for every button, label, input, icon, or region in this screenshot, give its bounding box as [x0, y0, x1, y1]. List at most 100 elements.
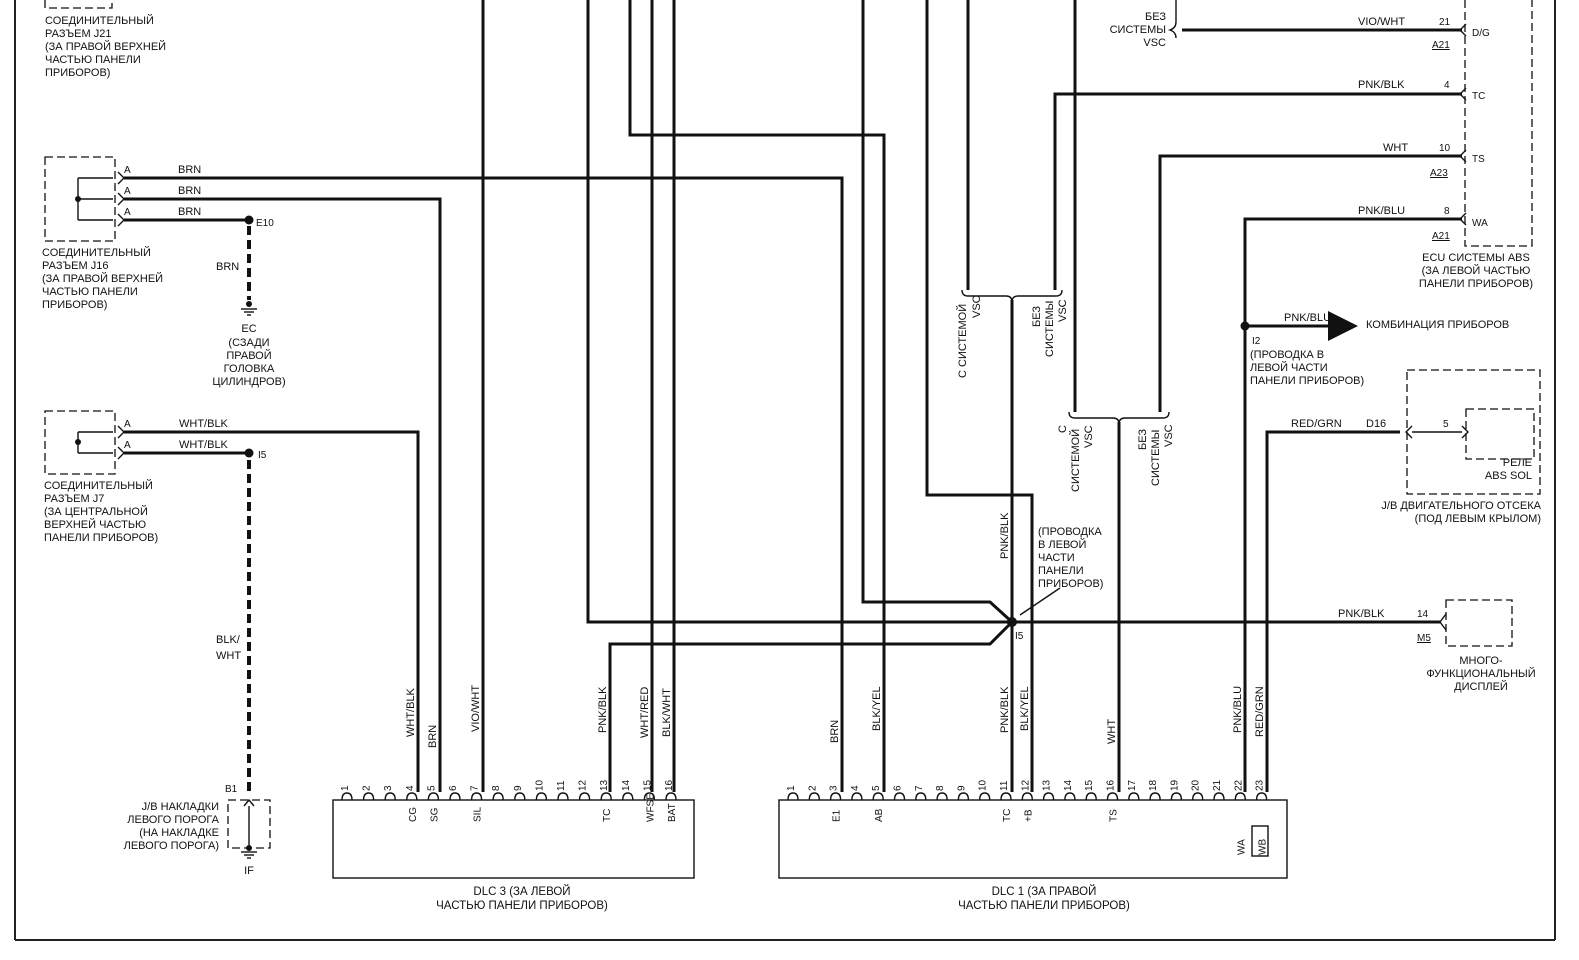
dlc3-pin-14: 14: [621, 779, 632, 791]
dlc1-pin-22-socket: [1234, 792, 1246, 801]
j16-pin-a-3: A: [124, 207, 131, 218]
splice-i5-left: [244, 448, 254, 458]
dlc1-pin-10-socket: [979, 792, 991, 801]
dlc3-pin-9: 9: [513, 785, 524, 791]
dlc3-pin-1-socket: [341, 792, 353, 801]
splice-i5-desc-2: В ЛЕВОЙ: [1038, 538, 1086, 551]
dlc3-pin-12: 12: [578, 779, 589, 791]
vlabel-blkwht: BLK/WHT: [661, 688, 673, 737]
vlabel-blkyel-a: BLK/YEL: [871, 686, 883, 731]
vlabel-pnkblk-b: PNK/BLK: [999, 512, 1011, 559]
wire-pnkblu-wa: [1243, 217, 1462, 792]
dlc1-pin-13-socket: [1042, 792, 1055, 801]
abs-pin-ts-conn: A23: [1430, 168, 1448, 179]
wire-redgrn: [1265, 430, 1400, 792]
dlc1-pin-17-socket: [1128, 792, 1140, 801]
vlabel-pnkblk-a: PNK/BLK: [597, 686, 609, 733]
vsc-brace-top: [1167, 0, 1177, 39]
wire-pnkblk-dlc3: [586, 0, 1012, 624]
abs-relay-name-1: РЕЛЕ: [1503, 457, 1532, 469]
vlabel-pnkblu: PNK/BLU: [1232, 686, 1244, 733]
wire-pnkblu-combo-label: PNK/BLU: [1284, 312, 1331, 324]
vlabel-brn-a: BRN: [427, 725, 439, 748]
connector-j7: A A СОЕДИНИТЕЛЬНЫЙ РАЗЪЕМ J7 (ЗА ЦЕНТРАЛ…: [44, 410, 158, 544]
abs-ecu-title-2: (ЗА ЛЕВОЙ ЧАСТЬЮ: [1422, 264, 1531, 277]
dlc3-pin-8-socket: [492, 792, 504, 801]
dlc3-pin-12-socket: [578, 792, 591, 801]
without-vsc-top-2: СИСТЕМЫ: [1110, 24, 1166, 36]
abs-pin-wa-term: WA: [1472, 218, 1488, 229]
dlc1-pin-23: 23: [1255, 779, 1266, 791]
mfd-name-2: ФУНКЦИОНАЛЬНЫЙ: [1426, 667, 1535, 680]
dlc1-pin-11: 11: [999, 780, 1010, 791]
jb-sill-text-2: ЛЕВОГО ПОРОГА: [127, 814, 219, 826]
dlc3-term-wfse: WFSE: [645, 793, 656, 822]
abs-pin-wa-num: 8: [1444, 206, 1450, 217]
dlc1-pin-3: 3: [829, 785, 840, 791]
dlc1-pin-3-socket: [829, 792, 842, 801]
wire-whtblk-2-label: WHT/BLK: [179, 439, 229, 451]
j7-pin-a-1: A: [124, 419, 131, 430]
connector-j21-line1: СОЕДИНИТЕЛЬНЫЙ: [45, 14, 154, 27]
dlc3-pin-11-socket: [557, 792, 569, 801]
abs-pin-dg-wire: VIO/WHT: [1358, 16, 1405, 28]
mfd-wire-label: PNK/BLK: [1338, 608, 1385, 620]
mfd-name-1: МНОГО-: [1459, 655, 1503, 667]
wire-pnkblk-2: [861, 0, 1014, 624]
jb-sill-text-4: ЛЕВОГО ПОРОГА): [124, 840, 219, 852]
abs-ecu-title-1: ECU СИСТЕМЫ ABS: [1422, 252, 1530, 264]
connector-j16: A A A СОЕДИНИТЕЛЬНЫЙ РАЗЪЕМ J16 (ЗА ПРАВ…: [42, 156, 163, 311]
abs-pin-wa-wire: PNK/BLU: [1358, 205, 1405, 217]
splice-i5-desc-5: ПРИБОРОВ): [1038, 578, 1103, 590]
connector-j21: СОЕДИНИТЕЛЬНЫЙ РАЗЪЕМ J21 (ЗА ПРАВОЙ ВЕР…: [44, 0, 166, 79]
dlc1-pin-6-socket: [893, 792, 906, 801]
jb-sill-ground: IF: [244, 865, 254, 877]
splice-i5-desc-3: ЧАСТИ: [1038, 552, 1075, 564]
dlc3-pin-5-socket: [427, 792, 440, 801]
dlc1-pin-19: 19: [1169, 779, 1180, 791]
vlabel-brn-b: BRN: [829, 720, 841, 743]
dlc1-pin-1: 1: [786, 785, 797, 791]
dlc1-term-ts: TS: [1109, 809, 1120, 822]
dlc3-pin-10-socket: [535, 792, 548, 801]
abs-ecu-box: [1454, 0, 1533, 247]
dlc1-pin-22: 22: [1233, 779, 1244, 791]
without-vsc-a-1: БЕЗ: [1031, 306, 1043, 327]
dlc1-pin-19-socket: [1170, 792, 1183, 801]
dlc3-pin-13: 13: [599, 779, 610, 791]
connector-j16-line5: ПРИБОРОВ): [42, 299, 107, 311]
dlc1-pin-20: 20: [1191, 779, 1202, 791]
j7-pin-a-2: A: [124, 440, 131, 451]
dlc1-pin-7: 7: [914, 785, 925, 791]
splice-e10-label: E10: [256, 218, 274, 229]
without-vsc-b-1: БЕЗ: [1137, 429, 1149, 450]
jb-left-sill: [227, 798, 271, 859]
dlc1-pin-12-socket: [1021, 792, 1033, 801]
vlabel-redgrn: RED/GRN: [1254, 686, 1266, 737]
splice-i2-desc-1: (ПРОВОДКА В: [1250, 349, 1324, 361]
splice-i5-leader: [1019, 587, 1061, 616]
dlc1-pin-15-socket: [1085, 792, 1097, 801]
connector-j7-line5: ПАНЕЛИ ПРИБОРОВ): [44, 532, 158, 544]
dlc1-term-ab: AB: [874, 808, 885, 822]
dlc3-pin-7: 7: [470, 785, 481, 791]
mfd-name-3: ДИСПЛЕЙ: [1454, 680, 1508, 693]
dlc3-pin-3-socket: [384, 792, 396, 801]
dlc3-pin-3: 3: [383, 785, 394, 791]
mfd-box: [1439, 599, 1513, 647]
ground-ec-desc-4: ЦИЛИНДРОВ): [212, 376, 285, 388]
dlc1-pin-9: 9: [956, 785, 967, 791]
splice-i2-desc-3: ПАНЕЛИ ПРИБОРОВ): [1250, 375, 1364, 387]
connector-j16-line3: (ЗА ПРАВОЙ ВЕРХНЕЙ: [42, 272, 163, 285]
dlc3-pin-10: 10: [534, 779, 545, 791]
mfd-conn: M5: [1417, 633, 1431, 644]
splice-i2-label: I2: [1252, 336, 1261, 347]
dlc3-title-1: DLC 3 (ЗА ЛЕВОЙ: [473, 885, 570, 898]
wire-blkyel-2: [925, 0, 1034, 792]
dlc1-pin-8: 8: [935, 785, 946, 791]
splice-i2-desc-2: ЛЕВОЙ ЧАСТИ: [1250, 361, 1328, 374]
dlc1-pin-6: 6: [893, 785, 904, 791]
dlc3-term-cg: CG: [408, 807, 419, 822]
dlc3-pin-14-socket: [622, 792, 634, 801]
